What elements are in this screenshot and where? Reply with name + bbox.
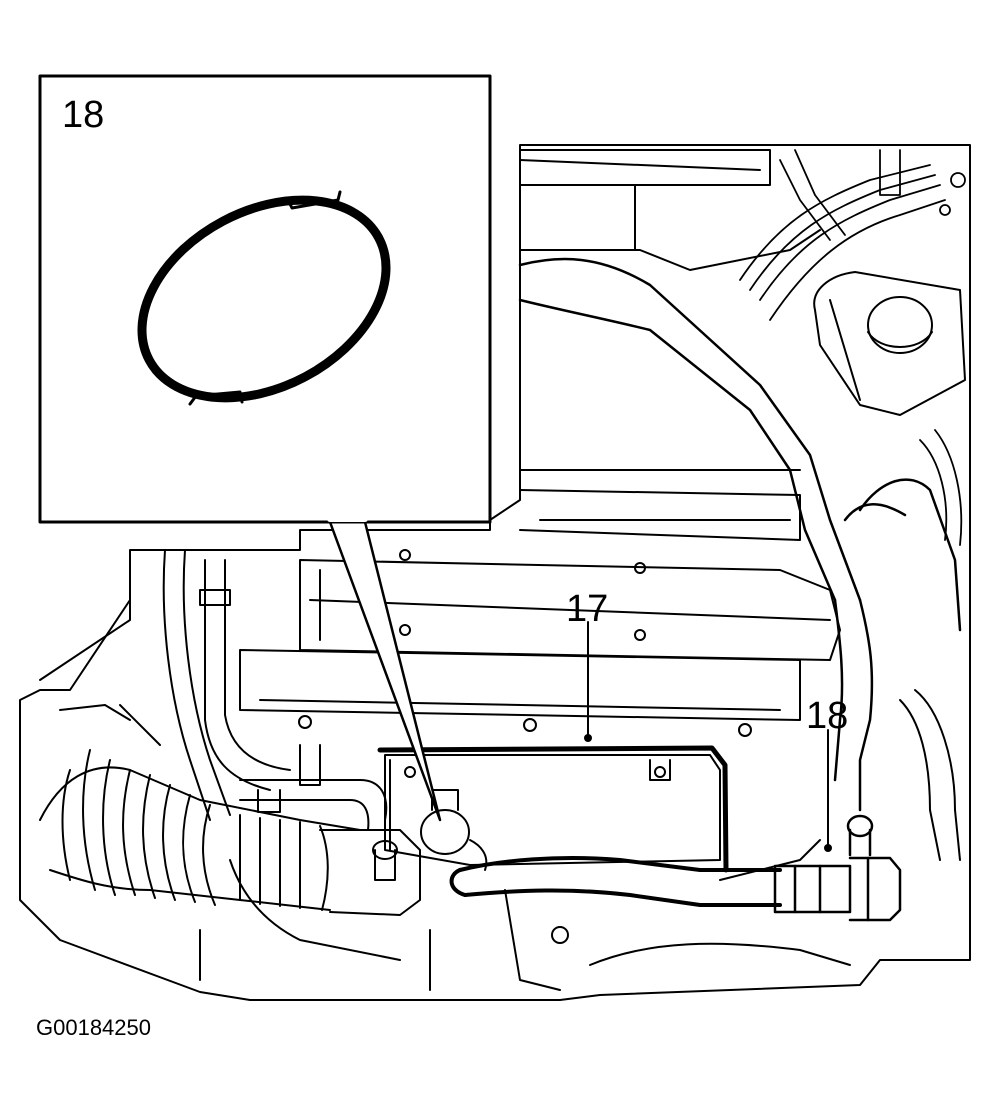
inset-box (38, 74, 492, 524)
callout-17-label: 17 (566, 588, 609, 630)
upper-manifold (519, 149, 821, 541)
cover-plate (384, 754, 721, 866)
reservoir (813, 271, 966, 416)
valve-cover (239, 549, 841, 944)
wiring-harness (739, 149, 966, 546)
callout-18-label: 18 (806, 695, 849, 737)
o-ring-drawing (137, 190, 391, 406)
lower-details (199, 689, 961, 991)
inset-pointer (328, 520, 442, 822)
gasket (377, 745, 729, 873)
figure-id: G00184250 (36, 1015, 151, 1040)
scene-outline (19, 144, 971, 1001)
leader-17-dot (584, 734, 592, 742)
lower-pipe (449, 856, 782, 907)
left-hoses (39, 549, 401, 961)
inset-callout-label: 18 (62, 94, 105, 136)
intake-hose (39, 704, 361, 911)
leader-18-dot (824, 844, 832, 852)
pipe-coupling (773, 814, 902, 922)
